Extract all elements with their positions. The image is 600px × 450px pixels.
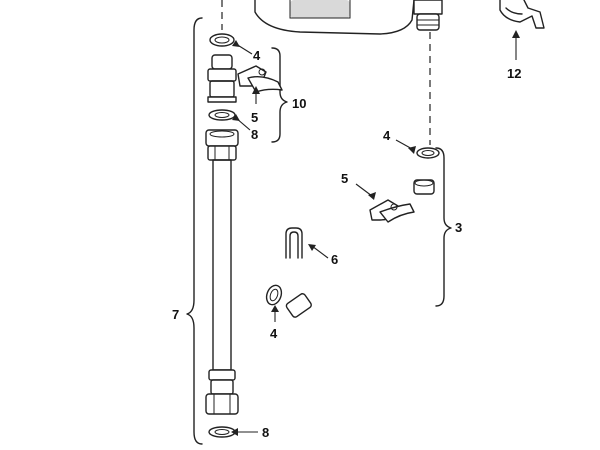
- callout-3: 3: [455, 220, 462, 235]
- callout-12: 12: [507, 30, 521, 81]
- o-ring-4-bottom: [265, 284, 283, 306]
- o-ring-4-top: [209, 33, 235, 47]
- svg-text:4: 4: [270, 326, 278, 341]
- callout-7: 7: [172, 307, 179, 322]
- hose-clip-5-right: [369, 199, 415, 223]
- callout-10: 10: [292, 96, 306, 111]
- svg-text:7: 7: [172, 307, 179, 322]
- callout-4-top: 4: [232, 40, 261, 63]
- callout-5-right: 5: [341, 171, 376, 200]
- callout-6: 6: [308, 244, 338, 267]
- svg-text:6: 6: [331, 252, 338, 267]
- callout-4-right: 4: [383, 128, 416, 154]
- svg-text:5: 5: [251, 110, 258, 125]
- formed-hose-3: [285, 179, 435, 334]
- o-ring-4-right: [416, 147, 440, 159]
- wire-clip-6: [285, 227, 303, 259]
- hose-clip-5-left: [237, 65, 283, 93]
- part-12-bracket: [499, 0, 545, 29]
- callout-8-bottom: 8: [231, 425, 269, 440]
- svg-text:4: 4: [253, 48, 261, 63]
- bracket-3: [435, 147, 452, 307]
- svg-text:12: 12: [507, 66, 521, 81]
- bracket-10: [271, 47, 288, 143]
- tank-body: [254, 0, 415, 35]
- callout-5-left: 5: [251, 86, 260, 125]
- callout-8-top: 8: [232, 114, 258, 142]
- callout-4-bottom: 4: [270, 305, 279, 341]
- fitting-10: [207, 54, 237, 103]
- braided-hose-7: [205, 129, 239, 415]
- svg-text:10: 10: [292, 96, 306, 111]
- svg-text:8: 8: [251, 127, 258, 142]
- svg-text:3: 3: [455, 220, 462, 235]
- washer-8-top: [208, 109, 236, 121]
- svg-text:5: 5: [341, 171, 348, 186]
- svg-text:8: 8: [262, 425, 269, 440]
- bracket-7: [186, 17, 203, 445]
- svg-text:4: 4: [383, 128, 391, 143]
- tank-outlet-fitting: [413, 0, 443, 31]
